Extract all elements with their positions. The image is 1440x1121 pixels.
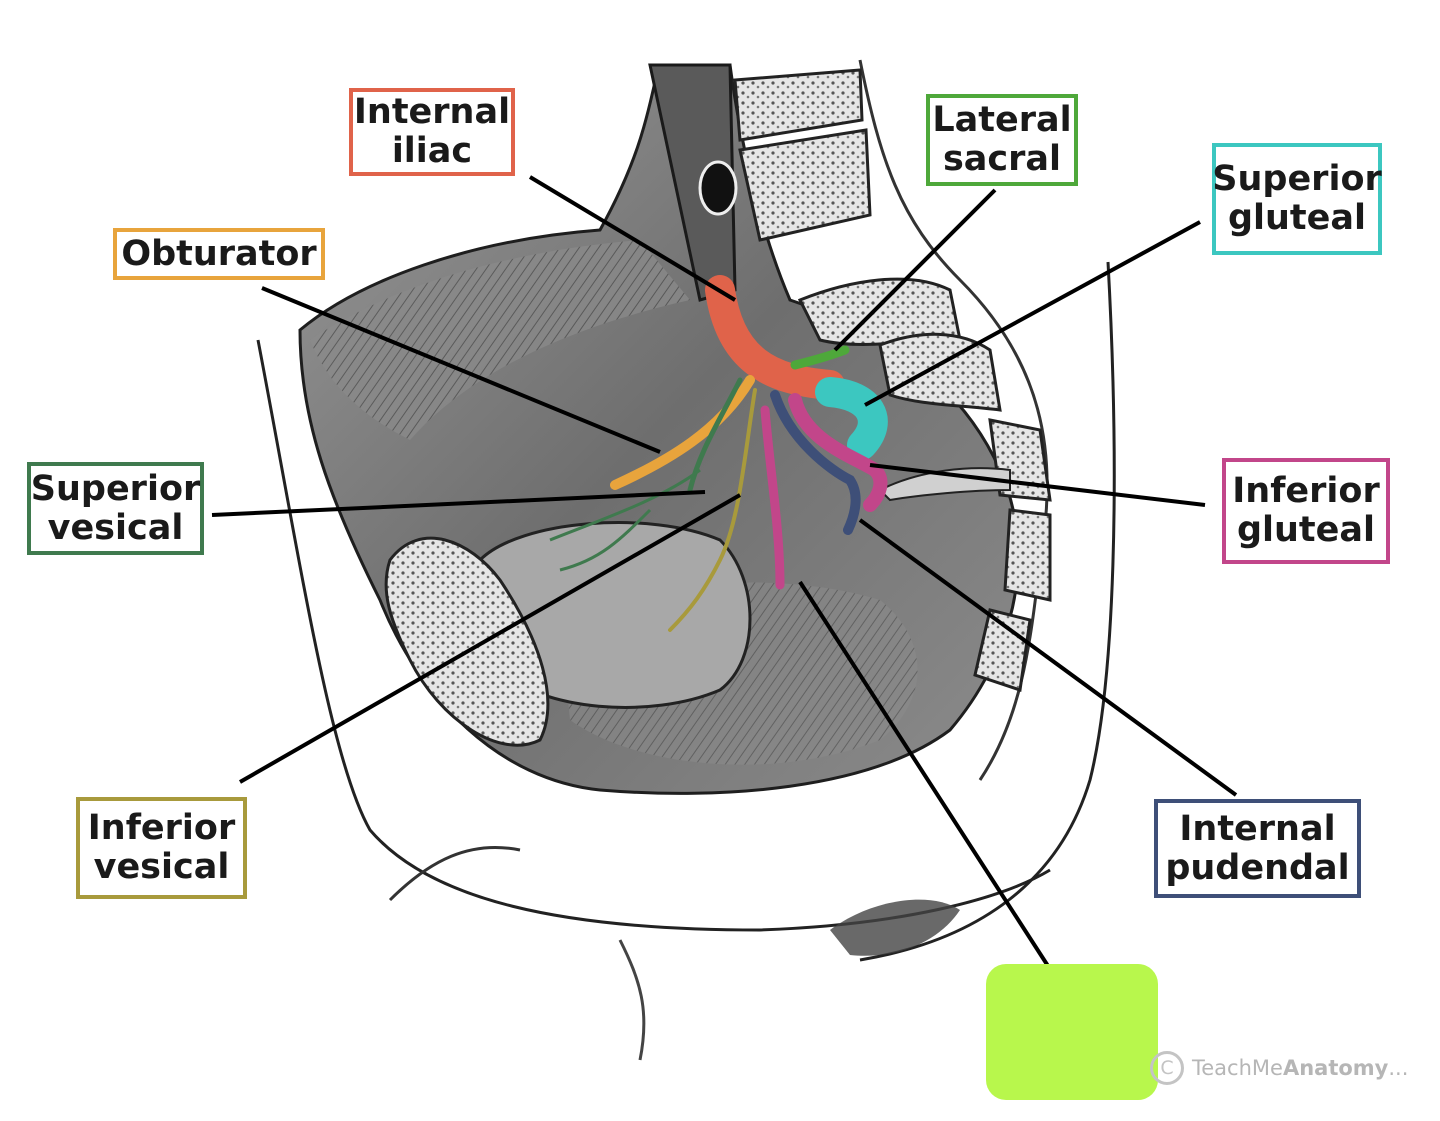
vertebra-2	[738, 128, 872, 242]
pubic-bone	[384, 536, 550, 747]
internal-pudendal-artery	[770, 390, 861, 535]
label-inferior-vesical: Inferior vesical	[76, 797, 247, 899]
label-superior-gluteal: Superior gluteal	[1212, 143, 1382, 255]
label-inferior-gluteal: Inferior gluteal	[1222, 458, 1390, 564]
leader-lines	[211, 175, 1238, 968]
leader-internal-iliac	[528, 175, 737, 302]
watermark: C TeachMeAnatomy...	[1150, 1046, 1408, 1090]
watermark-text: TeachMeAnatomy...	[1192, 1056, 1409, 1080]
lower-fold	[618, 939, 646, 1061]
inferior-gluteal-artery	[788, 393, 888, 512]
label-obturator: Obturator	[113, 228, 325, 280]
vertebra-6	[1003, 508, 1052, 602]
lateral-sacral-artery	[790, 345, 850, 370]
copyright-icon: C	[1150, 1051, 1184, 1085]
leader-superior-vesical	[211, 490, 706, 517]
label-lateral-sacral: Lateral sacral	[926, 94, 1078, 186]
superior-vesical-artery	[687, 377, 743, 493]
lower-contour	[388, 845, 521, 902]
outer-outline-right	[859, 261, 1116, 962]
hair-region	[830, 899, 960, 956]
inferior-vesical-artery	[668, 388, 757, 632]
hidden-answer-box[interactable]	[986, 964, 1158, 1100]
muscle-left	[310, 240, 690, 440]
internal-iliac-artery	[705, 275, 845, 400]
vertebra-1	[733, 68, 864, 142]
leader-lateral-sacral	[833, 188, 997, 352]
vertebra-7	[973, 608, 1032, 692]
label-superior-vesical: Superior vesical	[27, 462, 204, 555]
superior-gluteal-artery	[815, 377, 888, 460]
label-internal-iliac: Internal iliac	[349, 88, 515, 176]
leader-unlabeled	[798, 580, 1050, 968]
leader-inferior-gluteal	[869, 463, 1206, 507]
leader-inferior-vesical	[239, 493, 741, 784]
leader-obturator	[261, 286, 661, 454]
leader-superior-gluteal	[864, 220, 1201, 407]
leader-internal-pudendal	[858, 518, 1238, 797]
superior-vesical-branches	[549, 468, 701, 572]
label-internal-pudendal: Internal pudendal	[1154, 799, 1361, 898]
obturator-artery	[610, 375, 755, 490]
pudendal-descending-branch	[760, 405, 785, 590]
vertebra-4	[878, 332, 1002, 412]
vertebra-3	[797, 277, 962, 346]
vessel-lumen	[698, 160, 738, 216]
